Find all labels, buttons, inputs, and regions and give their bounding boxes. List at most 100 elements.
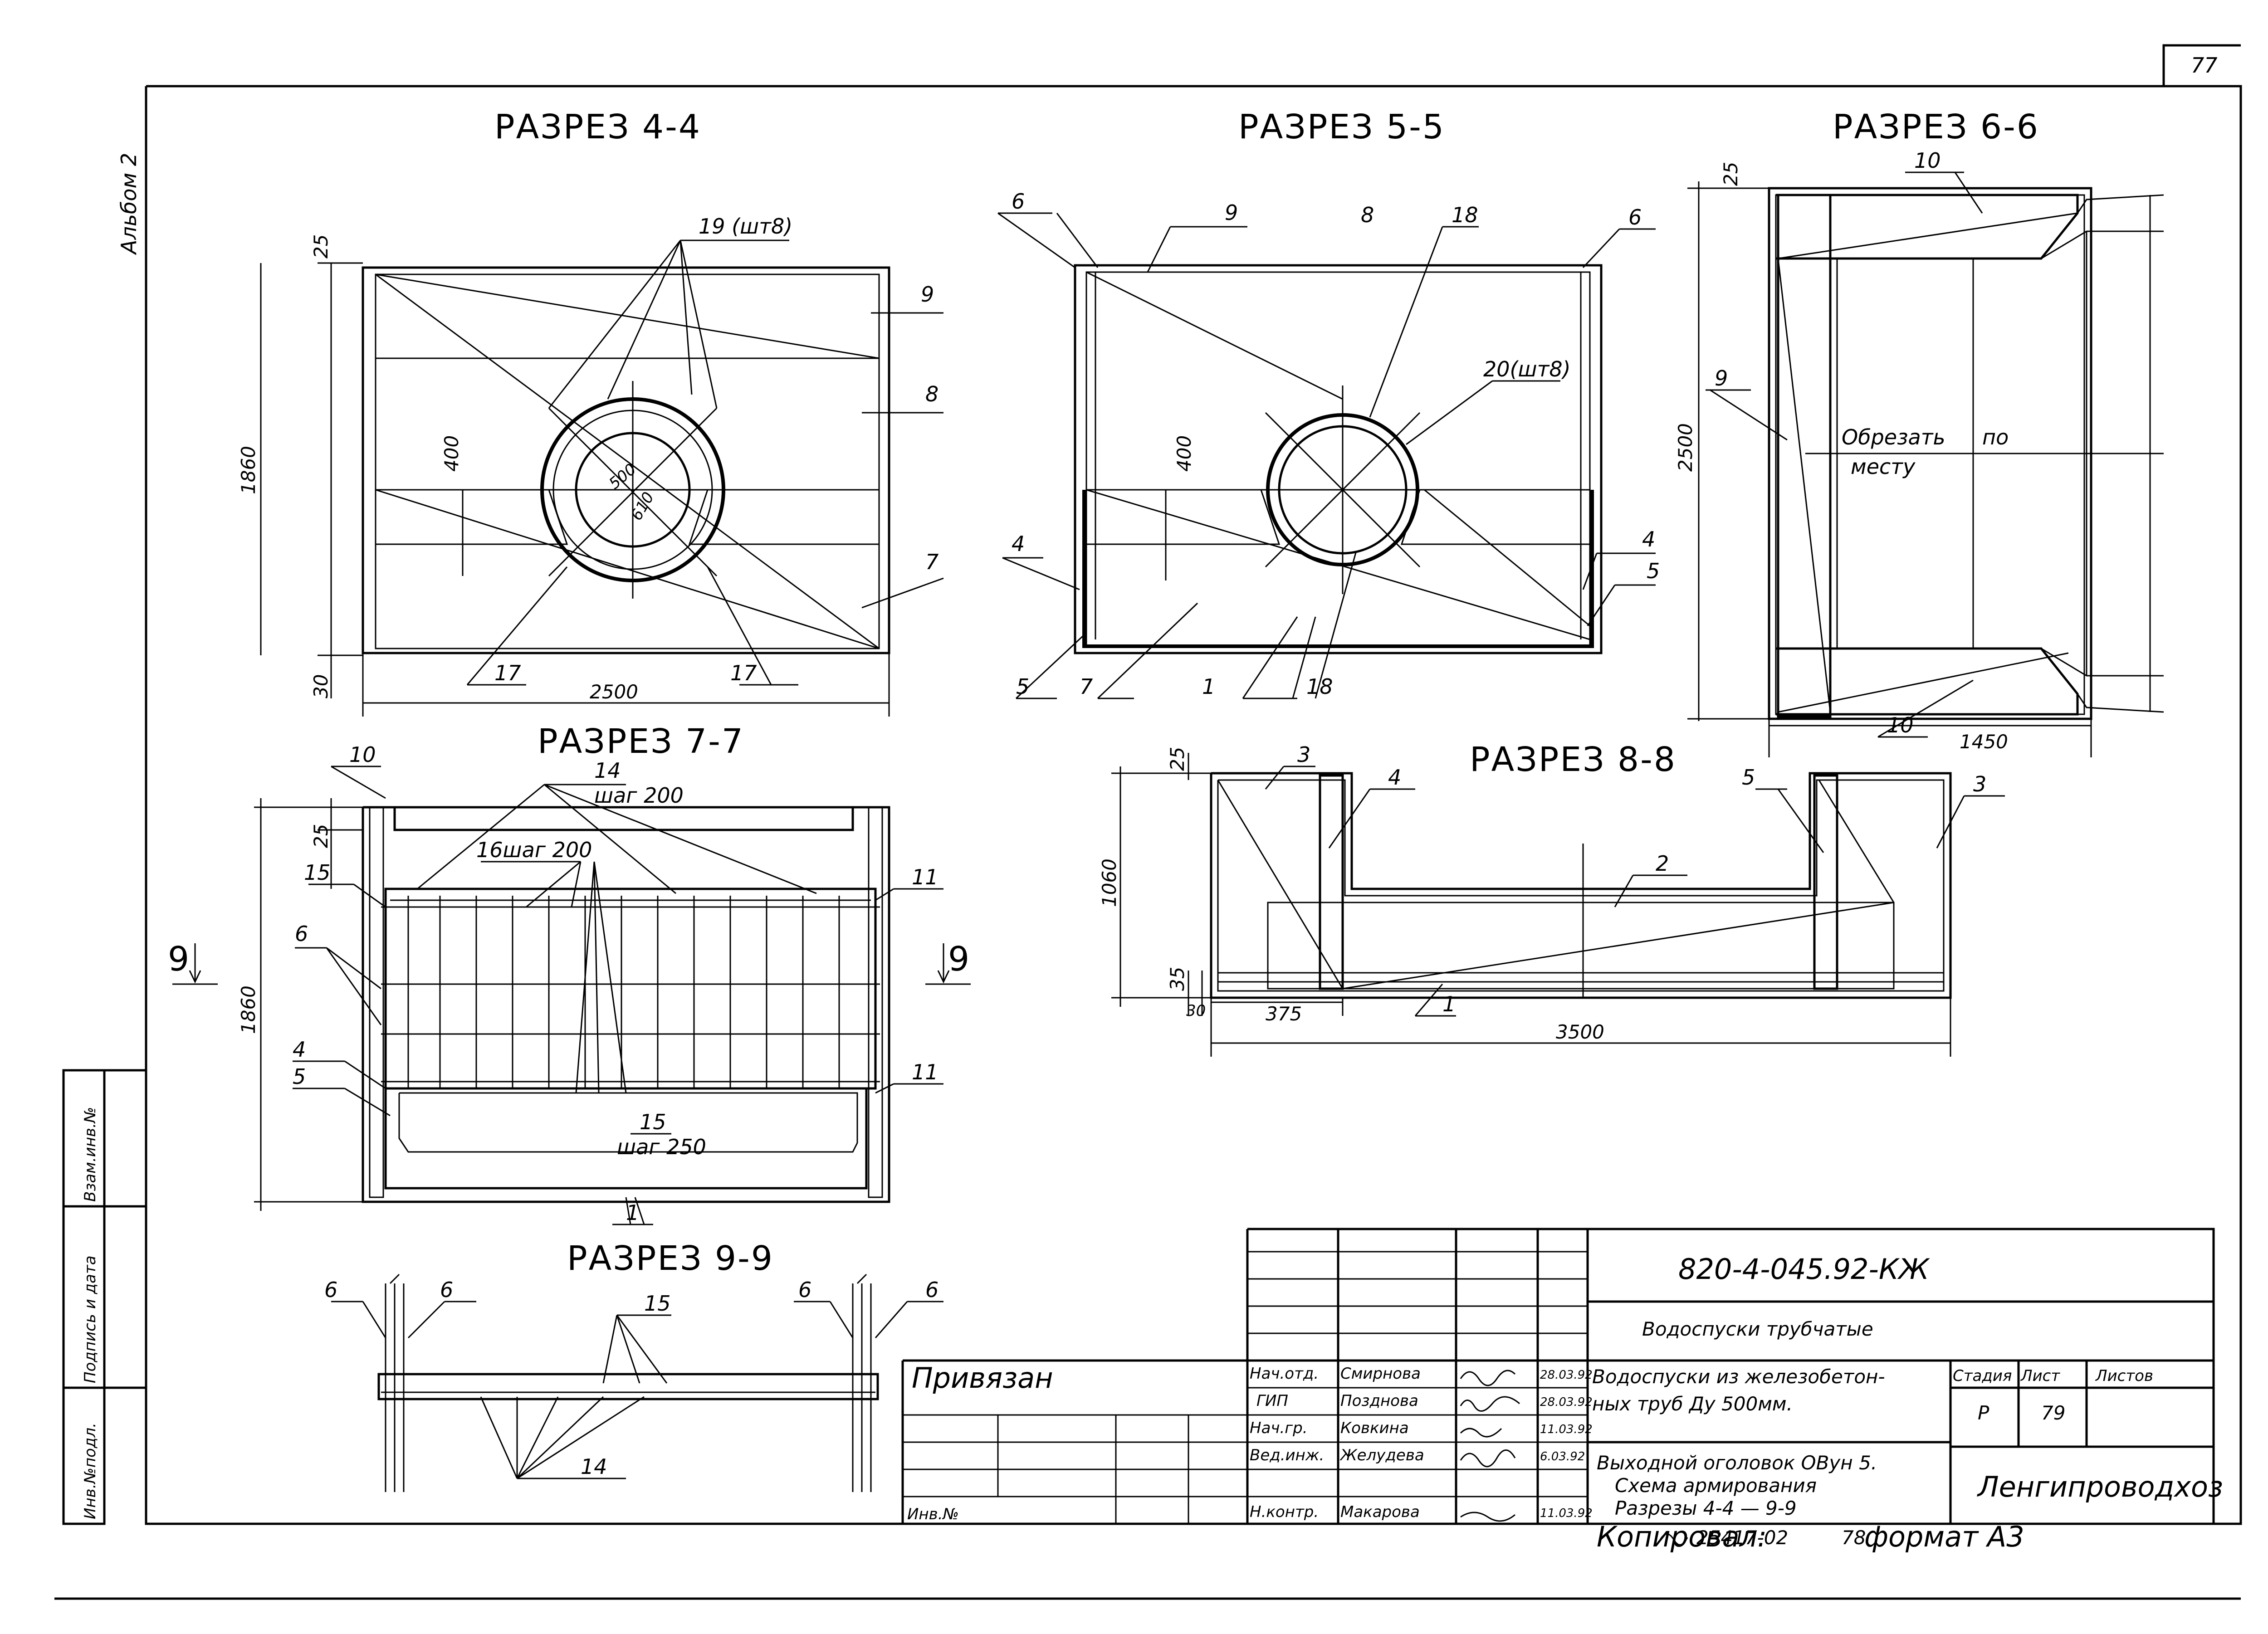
section-7-7-title: РАЗРЕЗ 7-7	[538, 722, 744, 761]
description-2-line1: Выходной оголовок ОВун 5.	[1597, 1452, 1877, 1474]
s66-dim-2500: 2500	[1674, 423, 1696, 472]
s77-label-5: 5	[293, 1064, 306, 1089]
date-2: 28.03.92	[1540, 1395, 1593, 1409]
name-3: Ковкина	[1340, 1419, 1409, 1437]
role-2: ГИП	[1256, 1392, 1288, 1410]
s77-label-1: 1	[626, 1200, 639, 1225]
s66-note-word2: по	[1982, 425, 2009, 449]
s77-label-4: 4	[293, 1037, 306, 1062]
s44-label-19: 19 (шт8)	[699, 214, 792, 239]
section-9-9-title: РАЗРЕЗ 9-9	[567, 1239, 774, 1278]
s77-label-11a: 11	[912, 865, 938, 889]
copied-number-2: 78	[1842, 1527, 1866, 1549]
s44-label-17b: 17	[730, 661, 757, 685]
description-1-line2: ных труб Ду 500мм.	[1592, 1393, 1793, 1415]
s44-dim-1860: 1860	[237, 446, 259, 494]
s44-dim-25: 25	[310, 234, 332, 259]
s77-label-6: 6	[295, 922, 308, 946]
s55-label-8: 8	[1361, 203, 1374, 227]
s55-label-18a: 18	[1452, 203, 1478, 227]
s99-label-6a: 6	[324, 1278, 337, 1302]
privyazan-label: Привязан	[912, 1361, 1053, 1395]
s66-dim-1450: 1450	[1960, 731, 2008, 753]
date-5: 11.03.92	[1540, 1507, 1593, 1520]
section-5-5-title: РАЗРЕЗ 5-5	[1238, 107, 1445, 146]
s66-label-10b: 10	[1887, 713, 1914, 737]
role-3: Нач.гр.	[1250, 1419, 1308, 1437]
s77-label-9b: 9	[948, 940, 971, 979]
section-4-4	[260, 239, 944, 717]
s88-label-3b: 3	[1973, 772, 1986, 796]
s55-label-6b: 6	[1628, 205, 1642, 229]
s44-label-7: 7	[925, 550, 938, 574]
description-1-line1: Водоспуски из железобетон-	[1592, 1366, 1885, 1388]
section-7-7	[172, 766, 971, 1225]
s66-note-line1: Обрезать	[1842, 425, 1945, 449]
section-5-5	[997, 212, 1656, 699]
s77-label-15a: 15	[304, 860, 331, 885]
copied-number: 25417-02	[1696, 1527, 1788, 1549]
s55-label-1: 1	[1202, 674, 1215, 699]
section-8-8-title: РАЗРЕЗ 8-8	[1470, 740, 1677, 779]
s66-label-9: 9	[1715, 366, 1728, 390]
s66-dim-25: 25	[1720, 162, 1742, 186]
s55-label-18b: 18	[1306, 674, 1333, 699]
s66-note-line2: месту	[1851, 454, 1916, 479]
stage-value: Р	[1978, 1402, 1989, 1424]
s88-dim-25: 25	[1166, 747, 1188, 771]
s77-dim-25: 25	[310, 824, 332, 848]
s55-label-7: 7	[1080, 674, 1093, 699]
format-label: формат А3	[1864, 1520, 2024, 1553]
inv-label: Инв.№	[907, 1505, 959, 1523]
s44-label-17a: 17	[494, 661, 521, 685]
s77-label-10: 10	[349, 742, 376, 767]
sheet-value: 79	[2041, 1402, 2065, 1424]
s88-label-5: 5	[1742, 765, 1755, 790]
s44-dim-400: 400	[440, 435, 463, 472]
s55-label-6a: 6	[1012, 189, 1025, 214]
left-stamp	[62, 1069, 146, 1525]
s77-label-11b: 11	[912, 1060, 938, 1084]
s99-label-6b: 6	[440, 1278, 453, 1302]
section-6-6-title: РАЗРЕЗ 6-6	[1833, 107, 2039, 146]
s55-label-4b: 4	[1642, 527, 1655, 551]
s77-label-shag250: шаг 250	[617, 1135, 706, 1159]
sheet-frame	[54, 44, 2242, 1600]
s88-dim-1060: 1060	[1098, 858, 1120, 907]
name-2: Позднова	[1340, 1392, 1418, 1410]
s55-label-5b: 5	[1647, 559, 1660, 583]
role-1: Нач.отд.	[1250, 1365, 1319, 1383]
doc-code: 820-4-045.92-КЖ	[1678, 1253, 1930, 1286]
date-4: 6.03.92	[1540, 1450, 1585, 1463]
s55-label-9: 9	[1225, 200, 1238, 225]
role-4: Вед.инж.	[1250, 1446, 1324, 1464]
s88-dim-375: 375	[1266, 1003, 1302, 1025]
date-1: 28.03.92	[1540, 1368, 1593, 1382]
s55-label-20: 20(шт8)	[1483, 357, 1571, 381]
title-block	[901, 1228, 2215, 1524]
description-2-line3: Разрезы 4-4 — 9-9	[1615, 1497, 1797, 1519]
album-label: Альбом 2	[117, 153, 141, 255]
s44-label-9: 9	[921, 282, 934, 307]
date-3: 11.03.92	[1540, 1423, 1593, 1436]
s88-label-2: 2	[1656, 851, 1669, 876]
s88-label-4: 4	[1388, 765, 1401, 790]
s44-dim-500: 500	[606, 460, 640, 493]
s88-label-3a: 3	[1297, 742, 1310, 767]
stamp-podpis: Подпись и дата	[81, 1255, 99, 1383]
section-6-6	[1687, 171, 2164, 757]
s77-label-shag200a: шаг 200	[594, 783, 684, 808]
s99-label-15: 15	[644, 1291, 671, 1316]
s55-label-4a: 4	[1012, 532, 1025, 556]
stamp-vzam: Взам.инв.№	[81, 1107, 99, 1202]
s88-dim-30: 30	[1186, 1002, 1206, 1020]
section-4-4-title: РАЗРЕЗ 4-4	[494, 107, 701, 146]
sheets-header: Листов	[2095, 1367, 2153, 1385]
s77-label-16: 16шаг 200	[476, 838, 592, 862]
stamp-inv-podl: Инв.№подл.	[81, 1423, 99, 1519]
s99-label-6c: 6	[798, 1278, 811, 1302]
description-2-line2: Схема армирования	[1615, 1474, 1817, 1497]
s88-label-1: 1	[1442, 992, 1456, 1016]
role-5: Н.контр.	[1250, 1503, 1319, 1521]
